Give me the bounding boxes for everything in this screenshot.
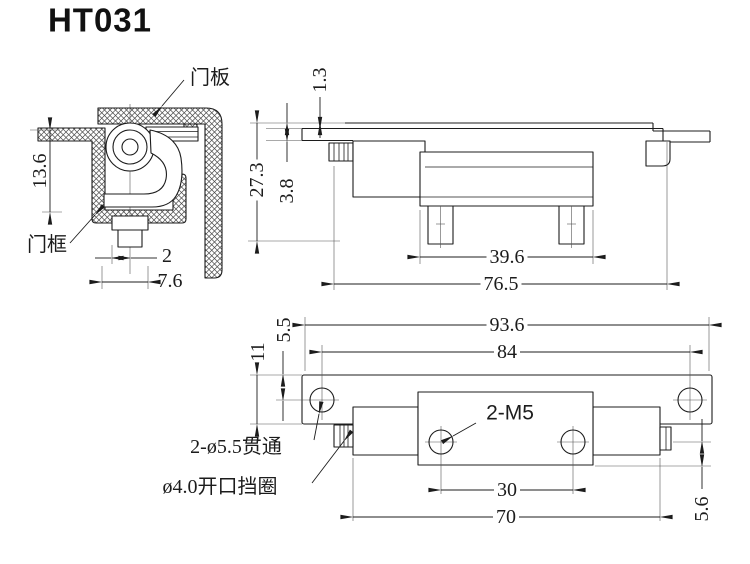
m5-hole-right	[560, 429, 586, 455]
dim-plate-width: 11	[247, 342, 269, 362]
dim-total-height: 27.3	[246, 159, 268, 201]
latch-hook	[103, 129, 183, 208]
dim-stud-span: 39.6	[486, 247, 528, 267]
dim-center-offset: 2	[162, 245, 172, 267]
through-hole-callout: 2-ø5.5贯通	[190, 436, 282, 458]
dim-overall-length: 93.6	[486, 315, 528, 335]
dim-collar-height: 3.8	[276, 178, 298, 204]
front-view	[250, 317, 722, 521]
side-view	[248, 97, 711, 290]
dim-body-span: 76.5	[480, 274, 522, 294]
dim-body-length: 70	[493, 507, 519, 527]
dim-plate-thickness: 1.3	[309, 67, 331, 93]
page-title: HT031	[47, 1, 153, 39]
dim-thread-spacing: 30	[494, 480, 520, 500]
section-view	[30, 79, 223, 289]
dim-hole-offset: 5.5	[273, 317, 295, 343]
dim-frame-height: 13.6	[29, 153, 51, 189]
door-panel-label: 门板	[190, 67, 230, 89]
door-frame-label: 门框	[27, 234, 67, 256]
dim-right-offset: 5.6	[691, 496, 713, 522]
dim-hole-spacing: 84	[494, 342, 520, 362]
retaining-ring-callout: ø4.0开口挡圈	[162, 476, 278, 498]
mount-hole-right	[677, 387, 703, 413]
dim-bolt-width: 7.6	[157, 270, 183, 292]
pivot-hole	[121, 138, 139, 156]
thread-callout: 2-M5	[486, 401, 534, 425]
door-panel-section	[97, 107, 223, 279]
